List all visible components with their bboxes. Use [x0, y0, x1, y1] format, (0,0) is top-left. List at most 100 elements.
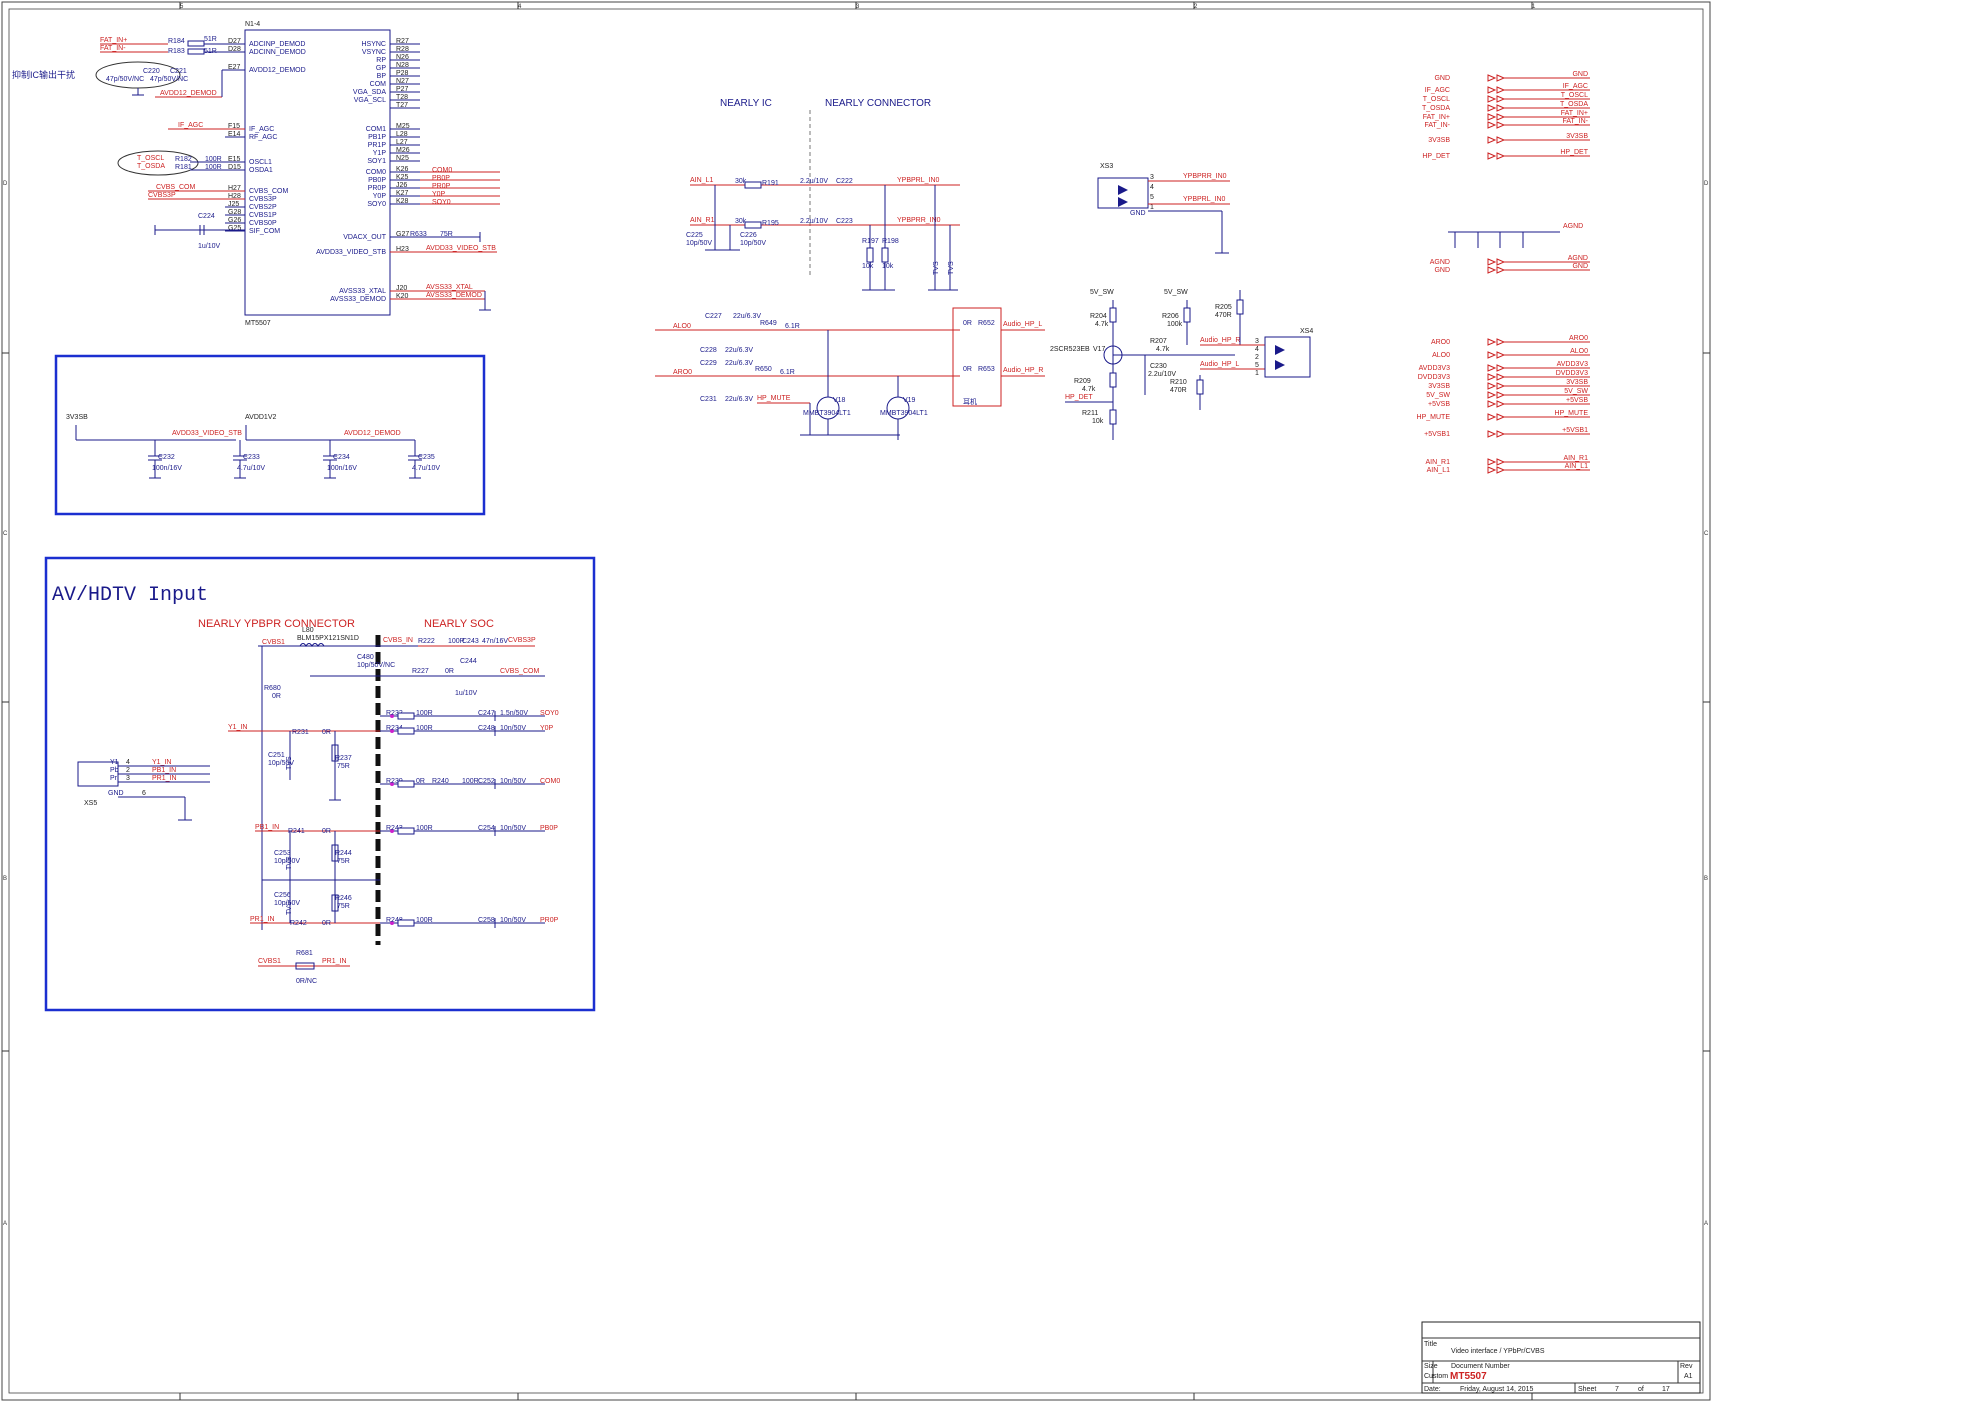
row-cap-val: 10n/50V [500, 725, 526, 732]
offpage-arrow [1487, 338, 1497, 346]
osc-highlight-ellipse [117, 150, 199, 176]
row-cap-val: 10n/50V [500, 778, 526, 785]
port-left-label: T_OSCL [1423, 96, 1450, 103]
frame-col-label: 2 [1194, 4, 1198, 10]
offpage-arrow [1496, 136, 1506, 144]
net-t-oscl: T_OSCL [137, 155, 164, 162]
c480-val: 10p/50V/NC [357, 662, 395, 669]
net-pr0p: PR0P [432, 183, 451, 190]
row-res-body [397, 827, 415, 835]
v17-ref: V17 [1093, 346, 1106, 353]
r211-body [1109, 409, 1117, 425]
offpage-arrow [1487, 95, 1497, 103]
title-block-frame [1421, 1321, 1701, 1394]
tb-size: Custom [1424, 1373, 1448, 1380]
ic-pin-name: COM0 [366, 169, 386, 176]
port-left-label: 5V_SW [1426, 392, 1450, 399]
pwr-3v3sb: 3V3SB [66, 414, 88, 421]
r209-ref: R209 [1074, 378, 1091, 385]
port-left-label: AIN_L1 [1427, 467, 1450, 474]
net-alo0: ALO0 [673, 323, 691, 330]
c229-val: 22u/6.3V [725, 360, 753, 367]
row-res2-val: 100R [462, 778, 479, 785]
r210-ref: R210 [1170, 379, 1187, 386]
av-box-title: AV/HDTV Input [52, 584, 208, 607]
row-cap-ref: C258 [478, 917, 495, 924]
tb-docnum: MT5507 [1450, 1371, 1487, 1382]
port-right-label: T_OSCL [1561, 92, 1588, 99]
row-cap-val: 10n/50V [500, 917, 526, 924]
r198-ref: R198 [882, 238, 899, 245]
tvs-audio-l: TVS [933, 261, 940, 275]
r246-body [331, 894, 339, 912]
r195-body [744, 221, 762, 229]
ic-pin-number: N27 [396, 78, 409, 85]
cap-value: 4.7u/10V [412, 465, 440, 472]
r181-val: 100R [205, 164, 222, 171]
port-right-label: AIN_R1 [1563, 455, 1588, 462]
xs4-pin: 3 [1255, 338, 1259, 345]
frame-row-label: B [1704, 876, 1708, 882]
row-cap-ref: C247 [478, 710, 495, 717]
frame-col-label: 3 [856, 4, 860, 10]
c227-ref: C227 [705, 313, 722, 320]
ic-pin-number: M25 [396, 123, 410, 130]
offpage-arrow [1487, 382, 1497, 390]
c244-ref: C244 [460, 658, 477, 665]
ic-pin-name: GP [376, 65, 386, 72]
port-right-label: AVDD3V3 [1557, 361, 1588, 368]
r237-val: 75R [337, 763, 350, 770]
ic-pin-name: PR1P [368, 142, 387, 149]
cap-value: 100n/16V [152, 465, 182, 472]
r184-body [187, 40, 205, 47]
xs3-pin: 3 [1150, 174, 1154, 181]
ic-pin-name: SOY0 [367, 201, 386, 208]
junction-dot [390, 829, 394, 833]
chinese-note: 抑制IC输出干扰 [12, 69, 75, 80]
r650-ref: R650 [755, 366, 772, 373]
frame-row-label: C [3, 531, 8, 537]
c243-ref: C243 [462, 638, 479, 645]
r222-val: 100R [448, 638, 465, 645]
port-left-label: AIN_R1 [1425, 459, 1450, 466]
ic-pin-number: K20 [396, 293, 409, 300]
tb-of-label: of [1638, 1386, 1644, 1393]
av-cvbs1: CVBS1 [262, 639, 285, 646]
frame-col-label: 5 [180, 4, 184, 10]
ic-pin-number: N26 [396, 54, 409, 61]
r681-net-cvbs1: CVBS1 [258, 958, 281, 965]
offpage-arrow [1496, 400, 1506, 408]
av-cvbs3p: CVBS3P [508, 637, 536, 644]
port-left-label: FAT_IN- [1424, 122, 1450, 129]
ic-pin-name: VGA_SCL [354, 97, 386, 104]
v18-part: MMBT3904LT1 [803, 410, 851, 417]
xs4-pin: 5 [1255, 362, 1259, 369]
near-connector-heading: NEARLY CONNECTOR [825, 98, 931, 109]
l80-part: BLM15PX121SN1D [297, 635, 359, 642]
offpage-arrow [1496, 104, 1506, 112]
xs3-net-l: YPBPRL_IN0 [1183, 196, 1226, 203]
xs3-contact-arrow [1118, 197, 1128, 207]
av-hdtv-box [44, 556, 596, 1012]
tb-rev: A1 [1684, 1373, 1693, 1380]
row-cap-ref: C254 [478, 825, 495, 832]
ic-pin-name: ADCINN_DEMOD [249, 49, 306, 56]
tb-date: Friday, August 14, 2015 [1460, 1386, 1534, 1393]
junction-dot [390, 782, 394, 786]
ic-pin-number: J26 [396, 182, 407, 189]
ic-pin-number: M26 [396, 147, 410, 154]
l80-coil [299, 643, 325, 647]
net-audio-hp-l-a: Audio_HP_L [1003, 321, 1042, 328]
ic-pin-number: E14 [228, 131, 241, 138]
ic-pin-name: CVBS2P [249, 204, 277, 211]
c223-val: 2.2u/10V [800, 218, 828, 225]
port-left-label: +5VSB [1428, 401, 1450, 408]
ic-pin-number: K25 [396, 174, 409, 181]
xs3-ref: XS3 [1100, 163, 1113, 170]
row-res-ref: R234 [386, 725, 403, 732]
ic-pin-name: OSDA1 [249, 167, 273, 174]
offpage-arrow [1487, 364, 1497, 372]
net-avss33-demod: AVSS33_DEMOD [426, 292, 482, 299]
row-cap-ref: C248 [478, 725, 495, 732]
r649-ref: R649 [760, 320, 777, 327]
